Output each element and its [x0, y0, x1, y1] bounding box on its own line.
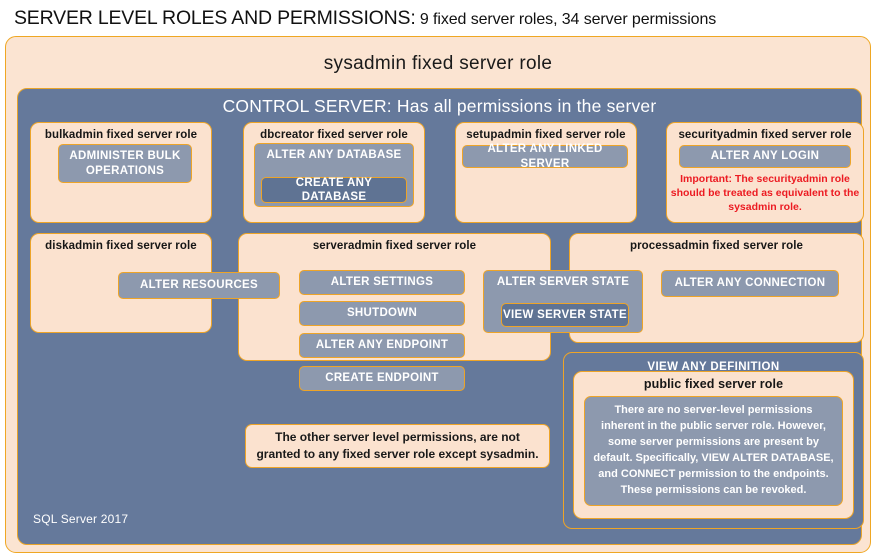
permission-alter-resources[interactable]: ALTER RESOURCES	[118, 272, 280, 299]
permission-create-endpoint[interactable]: CREATE ENDPOINT	[299, 366, 465, 391]
permission-alter-any-connection[interactable]: ALTER ANY CONNECTION	[661, 270, 839, 297]
role-box-setupadmin: setupadmin fixed server role	[455, 122, 637, 223]
role-label-diskadmin: diskadmin fixed server role	[45, 240, 197, 252]
public-role-description: There are no server-level permissions in…	[584, 396, 843, 506]
permission-shutdown[interactable]: SHUTDOWN	[299, 301, 465, 326]
footer-version-label: SQL Server 2017	[33, 512, 129, 526]
permission-administer-bulk-operations[interactable]: ADMINISTER BULK OPERATIONS	[58, 144, 192, 183]
role-label-processadmin: processadmin fixed server role	[629, 240, 804, 252]
permission-alter-any-login[interactable]: ALTER ANY LOGIN	[679, 145, 851, 168]
control-server-label: CONTROL SERVER: Has all permissions in t…	[222, 96, 657, 116]
role-label-securityadmin: securityadmin fixed server role	[678, 129, 852, 141]
permission-create-any-database[interactable]: CREATE ANY DATABASE	[261, 177, 407, 203]
role-label-serveradmin: serveradmin fixed server role	[312, 240, 477, 252]
page-title: SERVER LEVEL ROLES AND PERMISSIONS: 9 fi…	[14, 7, 864, 33]
permission-view-any-definition-label: VIEW ANY DEFINITION	[647, 361, 780, 373]
permission-alter-any-linked-server[interactable]: ALTER ANY LINKED SERVER	[462, 143, 628, 170]
securityadmin-warning-note: Important: The securityadmin role should…	[670, 173, 860, 214]
role-label-dbcreator: dbcreator fixed server role	[260, 129, 408, 141]
other-permissions-note: The other server level permissions, are …	[245, 424, 550, 468]
role-box-securityadmin: securityadmin fixed server role	[666, 122, 864, 223]
page-title-strong: SERVER LEVEL ROLES AND PERMISSIONS:	[14, 7, 416, 29]
role-label-public: public fixed server role	[643, 377, 784, 391]
page-title-detail: 9 fixed server roles, 34 server permissi…	[415, 11, 717, 28]
sysadmin-role-label: sysadmin fixed server role	[323, 53, 553, 74]
role-label-setupadmin: setupadmin fixed server role	[466, 129, 626, 141]
permission-alter-settings[interactable]: ALTER SETTINGS	[299, 270, 465, 295]
role-label-bulkadmin: bulkadmin fixed server role	[44, 129, 198, 141]
permission-alter-any-endpoint[interactable]: ALTER ANY ENDPOINT	[299, 333, 465, 358]
permission-view-server-state[interactable]: VIEW SERVER STATE	[501, 303, 629, 327]
